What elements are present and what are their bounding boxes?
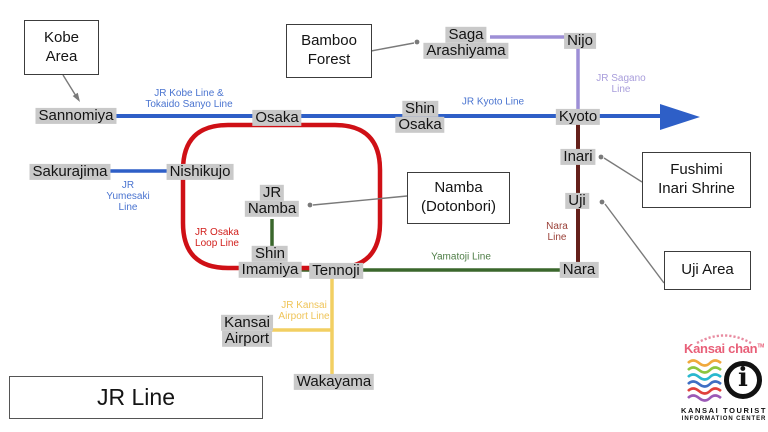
brand-tm: TM [757, 343, 764, 350]
station-sakurajima: Sakurajima [29, 163, 111, 181]
callout-bamboo-forest: Bamboo Forest [286, 24, 372, 78]
label-jr-kobe-tokaido-sanyo-line: JR Kobe Line & Tokaido Sanyo Line [145, 87, 233, 110]
station-label: Imamiya [238, 261, 302, 279]
station-label: Osaka [252, 109, 302, 127]
station-label: Nijo [564, 32, 596, 50]
callout-uji-area: Uji Area [664, 251, 751, 290]
station-label: Uji [565, 192, 589, 210]
fushimi-inari-connector-dot [598, 154, 604, 160]
label-nara-line: Nara Line [546, 220, 568, 243]
trunk-line-arrowhead-icon [660, 104, 700, 130]
callout-namba-dotonbori: Namba (Dotonbori) [407, 172, 510, 224]
station-label: Saga [445, 26, 487, 43]
kobe-area-connector [62, 74, 77, 97]
callout-kobe-area: Kobe Area [24, 20, 99, 75]
station-label: Nara [559, 261, 599, 279]
station-label: Osaka [395, 116, 445, 134]
information-glyph: i [738, 363, 748, 393]
information-icon: i [724, 361, 762, 399]
station-label: Kyoto [555, 108, 601, 126]
fushimi-inari-connector [603, 157, 643, 183]
station-inari: Inari [560, 148, 596, 166]
label-jr-sagano-line: JR Sagano Line [596, 72, 646, 95]
jr-kansai-airport-line [272, 275, 334, 377]
station-label: Airport [221, 330, 273, 348]
station-label: Sakurajima [29, 163, 111, 181]
bamboo-forest-connector [370, 42, 415, 52]
namba-connector [312, 195, 408, 206]
station-label: Inari [560, 148, 596, 166]
rainbow-waves-icon [687, 359, 722, 402]
callout-connectors [62, 39, 665, 284]
station-wakayama: Wakayama [293, 373, 375, 391]
station-label: Shin [251, 245, 289, 262]
station-osaka: Osaka [252, 109, 302, 127]
station-label: Namba [244, 200, 300, 218]
callout-fushimi-inari-shrine: Fushimi Inari Shrine [642, 152, 751, 208]
logo-brand-text: Kansai chanTM [684, 341, 764, 356]
namba-connector-dot [307, 202, 313, 208]
station-nishikujo: Nishikujo [166, 163, 234, 181]
logo-org-line2: INFORMATION CENTER [681, 416, 767, 422]
label-jr-yumesaki-line: JR Yumesaki Line [106, 180, 150, 214]
station-kyoto: Kyoto [555, 108, 601, 126]
station-nijo: Nijo [564, 32, 596, 50]
uji-area-connector-dot [599, 199, 605, 205]
brand-name: Kansai chan [684, 341, 758, 356]
station-uji: Uji [565, 192, 589, 210]
label-jr-kansai-airport-line: JR Kansai Airport Line [278, 299, 330, 322]
legend-jr-line: JR Line [9, 376, 263, 419]
kansai-chan-logo: Kansai chanTM i KANSAI TOURIST INFORMATI… [681, 330, 768, 422]
station-label: Wakayama [293, 373, 375, 391]
logo-arc-decoration [696, 334, 752, 344]
station-nara: Nara [559, 261, 599, 279]
station-label: Arashiyama [423, 42, 509, 60]
station-sannomiya: Sannomiya [35, 107, 117, 125]
station-tennoji: Tennoji [309, 262, 363, 280]
station-label: Shin [401, 100, 439, 117]
label-yamatoji-line: Yamatoji Line [431, 251, 491, 263]
label-jr-osaka-loop-line: JR Osaka Loop Line [195, 226, 239, 249]
kobe-area-arrowhead-icon [72, 92, 80, 102]
station-label: Sannomiya [35, 107, 117, 125]
station-label: Nishikujo [166, 163, 234, 181]
uji-area-connector [604, 203, 665, 284]
station-label: Kansai [221, 314, 273, 331]
logo-org-line1: KANSAI TOURIST [681, 406, 768, 415]
label-jr-kyoto-line: JR Kyoto Line [461, 96, 525, 108]
station-label: JR [259, 184, 285, 201]
station-label: Tennoji [309, 262, 363, 280]
bamboo-forest-connector-dot [414, 39, 420, 45]
